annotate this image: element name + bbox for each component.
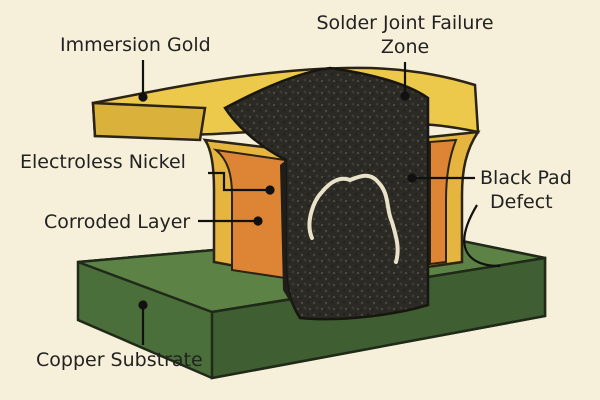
label-failure-zone-line1: Solder Joint Failure bbox=[316, 12, 494, 34]
black-pad-defect-zone bbox=[223, 66, 430, 321]
label-immersion-gold: Immersion Gold bbox=[60, 34, 211, 56]
label-black-pad-line1: Black Pad bbox=[480, 167, 572, 189]
label-copper-substrate: Copper Substrate bbox=[36, 349, 203, 371]
crack-line bbox=[307, 173, 400, 264]
right-pad-leg bbox=[418, 130, 481, 270]
label-failure-zone-line2: Zone bbox=[380, 36, 430, 58]
left-pad-leg bbox=[202, 138, 290, 280]
label-electroless-nickel: Electroless Nickel bbox=[20, 151, 186, 173]
label-black-pad-line2: Defect bbox=[490, 191, 553, 213]
label-corroded-layer: Corroded Layer bbox=[44, 211, 191, 233]
leader-lines bbox=[138, 60, 501, 345]
